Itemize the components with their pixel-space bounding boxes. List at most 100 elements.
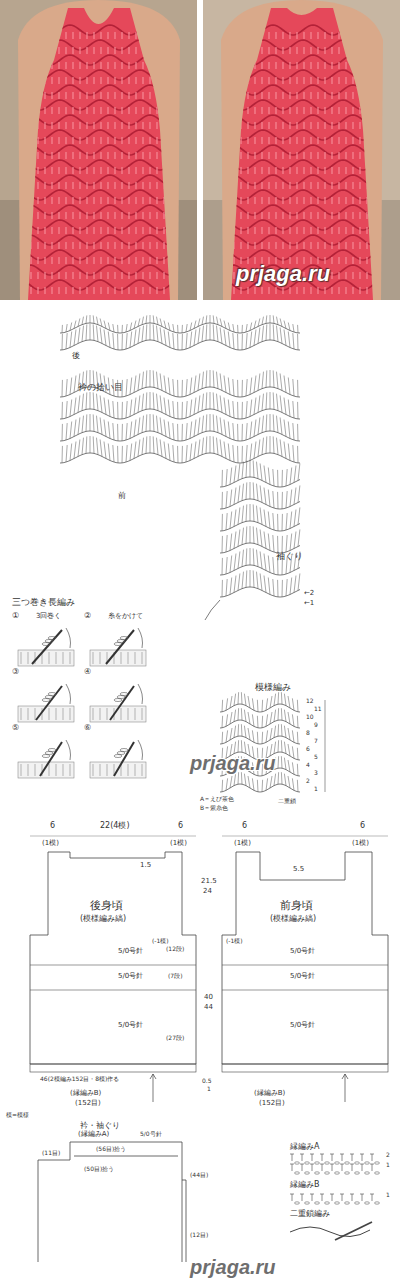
label: (模様編み縞)	[270, 915, 316, 924]
lace-row	[20, 235, 180, 245]
lace-hole	[289, 122, 290, 129]
stitch-stroke	[254, 420, 256, 437]
stitch-stroke	[253, 570, 255, 587]
lace-hole	[233, 257, 234, 264]
label: 6	[178, 822, 183, 831]
lace-hole	[261, 197, 262, 204]
stitch-stroke	[242, 402, 243, 419]
lace-hole	[226, 77, 227, 84]
lace-hole	[163, 92, 164, 99]
stitch-stroke	[252, 778, 254, 790]
lace-hole	[142, 32, 143, 39]
stitch-stroke	[244, 726, 246, 738]
lace-hole	[93, 227, 94, 234]
lace-hole	[121, 257, 122, 264]
stitch-stroke	[182, 334, 183, 350]
stitch-stroke	[273, 579, 274, 596]
lace-hole	[79, 32, 80, 39]
lace-row	[20, 220, 180, 230]
lace-hole	[310, 32, 311, 39]
lace-hole	[86, 257, 87, 264]
stitch-stroke	[108, 400, 110, 417]
lace-hole	[121, 62, 122, 69]
label: 5/0号針	[290, 1022, 315, 1030]
lace-hole	[303, 182, 304, 189]
stitch-stroke	[226, 698, 228, 710]
lace-row	[20, 190, 180, 200]
lace-hole	[338, 32, 339, 39]
lace-hole	[380, 257, 381, 264]
fabric-stitch	[35, 764, 36, 776]
lace-hole	[289, 92, 290, 99]
lace-hole	[177, 167, 178, 174]
stitch-stroke	[146, 436, 148, 453]
stitch-stroke	[213, 324, 215, 340]
stitch-stroke	[226, 778, 228, 790]
lace-row	[223, 115, 383, 125]
stitch-stroke	[220, 395, 222, 412]
label: (1模)	[42, 840, 59, 848]
stitch-stroke	[293, 324, 294, 332]
stitch-stroke	[280, 417, 282, 434]
lace-hole	[30, 122, 31, 129]
lace-hole	[247, 197, 248, 204]
lace-hole	[170, 257, 171, 264]
yarn	[66, 628, 71, 648]
stitch-stroke	[230, 490, 232, 507]
lace-hole	[324, 137, 325, 144]
lace-hole	[100, 77, 101, 84]
lace-hole	[177, 92, 178, 99]
lace-hole	[331, 287, 332, 294]
label: 10	[306, 714, 314, 721]
lace-hole	[373, 62, 374, 69]
stitch-stroke	[142, 372, 143, 389]
lace-hole	[163, 242, 164, 249]
stitch-stroke	[292, 778, 294, 790]
stitch-stroke	[257, 484, 258, 501]
lace-hole	[51, 122, 52, 129]
stitch-stroke	[242, 462, 243, 479]
stitch-stroke	[220, 327, 222, 343]
lace-hole	[142, 257, 143, 264]
lace-hole	[37, 137, 38, 144]
chain-symbol	[365, 1172, 370, 1174]
stitch-symbol	[342, 1164, 343, 1171]
label: 後	[72, 352, 80, 361]
lace-hole	[380, 212, 381, 219]
stitch-stroke	[281, 756, 283, 768]
stitch-stroke	[273, 557, 274, 574]
lace-hole	[100, 212, 101, 219]
stitch-stroke	[277, 326, 278, 342]
lace-hole	[114, 137, 115, 144]
stitch-stroke	[242, 506, 243, 523]
lace-hole	[359, 107, 360, 114]
label: 二重鎖編み	[290, 1210, 330, 1219]
lace-hole	[380, 92, 381, 99]
lace-hole	[296, 92, 297, 99]
label: (12段)	[166, 946, 184, 953]
up-arrow	[150, 1074, 156, 1102]
lace-hole	[282, 152, 283, 159]
stitch-stroke	[113, 423, 114, 440]
stitch-symbol	[350, 1154, 354, 1155]
lace-hole	[331, 62, 332, 69]
stitch-symbol	[292, 1194, 293, 1201]
stitch-stroke	[270, 392, 271, 409]
stitch-stroke	[108, 444, 110, 461]
stitch-stroke	[100, 439, 102, 456]
lace-hole	[310, 287, 311, 294]
lace-hole	[135, 287, 136, 294]
stitch-stroke	[100, 417, 102, 434]
lace-hole	[142, 167, 143, 174]
fabric	[90, 650, 146, 666]
stitch-stroke	[142, 394, 143, 411]
stitch-stroke	[226, 714, 228, 726]
lace-hole	[149, 287, 150, 294]
lace-hole	[289, 167, 290, 174]
lace-hole	[93, 47, 94, 54]
lace-hole	[121, 77, 122, 84]
lace-hole	[58, 47, 59, 54]
stitch-stroke	[242, 528, 243, 545]
lace-hole	[366, 62, 367, 69]
lace-hole	[170, 92, 171, 99]
